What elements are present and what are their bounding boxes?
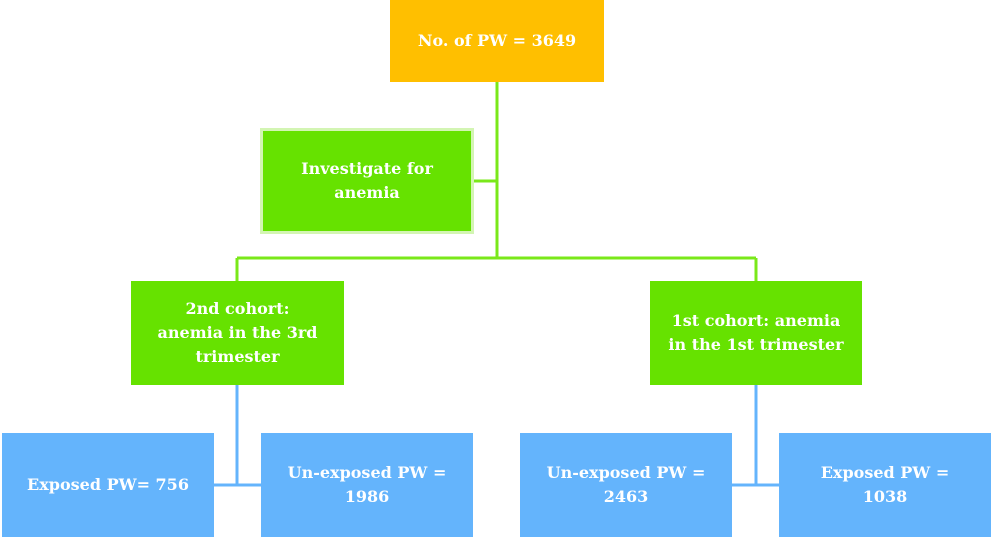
blue-connectors (214, 385, 779, 487)
investigate-node: Investigate for anemia (260, 128, 474, 234)
unexposed-cohort2-node: Un-exposed PW = 1986 (261, 433, 473, 537)
exposed-cohort1-node: Exposed PW = 1038 (779, 433, 991, 537)
green-connectors (235, 82, 758, 281)
unexposed-cohort1-node: Un-exposed PW = 2463 (520, 433, 732, 537)
cohort2-node: 2nd cohort: anemia in the 3rd trimester (131, 281, 344, 385)
root-node: No. of PW = 3649 (390, 0, 604, 82)
exposed-cohort2-node: Exposed PW= 756 (2, 433, 214, 537)
cohort1-node: 1st cohort: anemia in the 1st trimester (650, 281, 862, 385)
